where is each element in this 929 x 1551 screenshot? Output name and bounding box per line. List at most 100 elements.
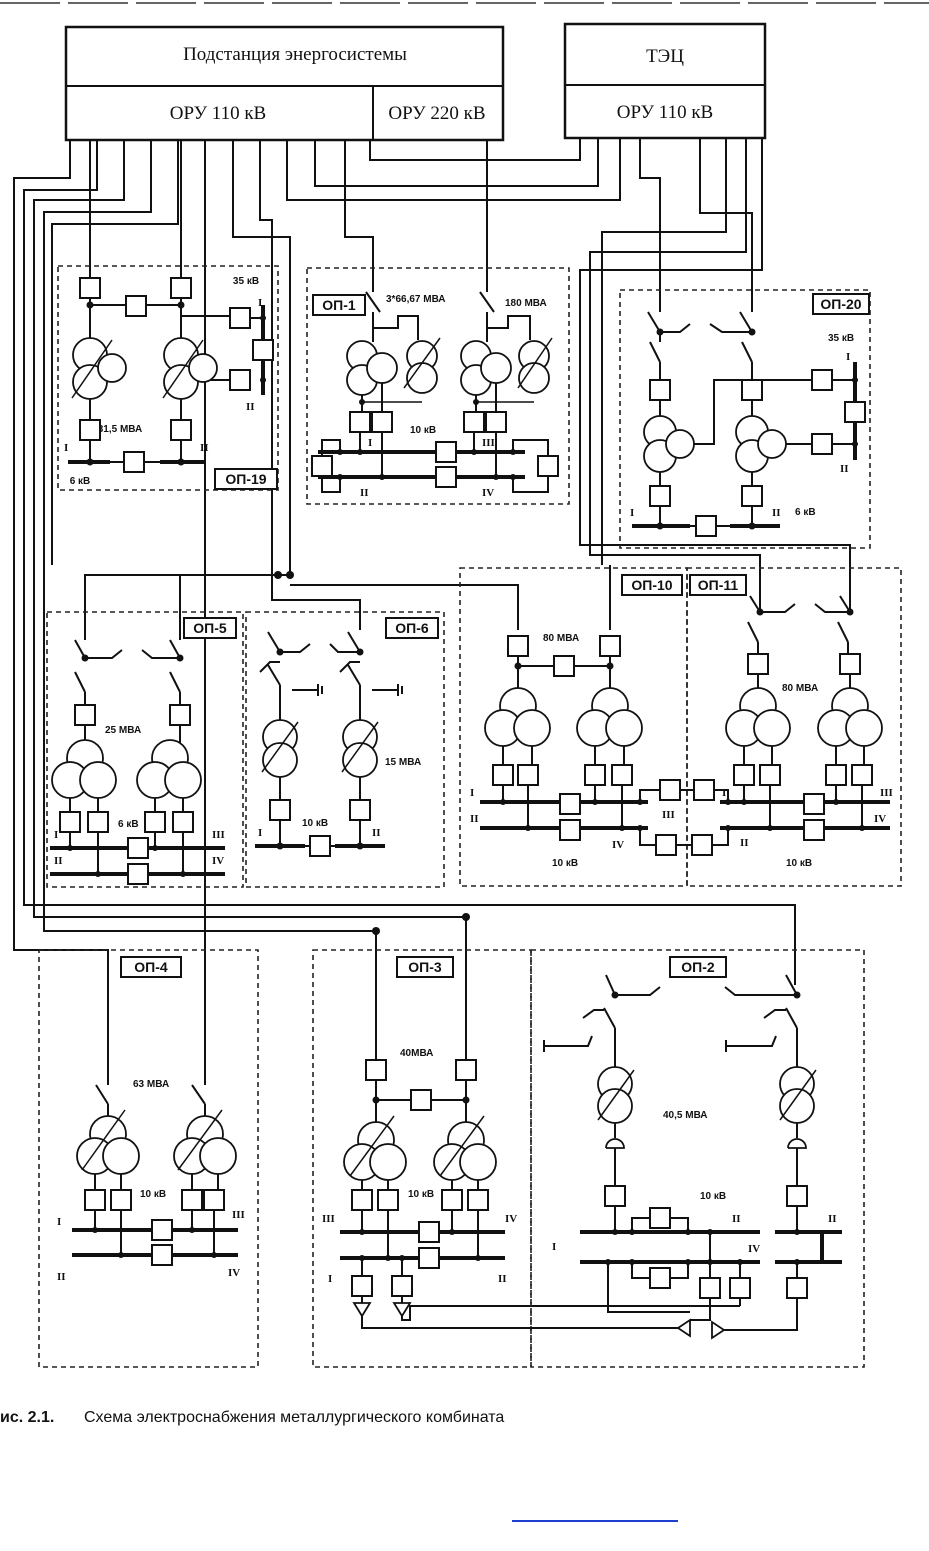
op-19-6kv: 6 кВ [70, 476, 91, 487]
op-4-boundary [38, 949, 259, 1368]
op-10-sec-3: III [662, 809, 675, 821]
op-11-sec-4: IV [874, 813, 886, 825]
op-20-sec-2: II [840, 463, 849, 475]
op-5-label: ОП-5 [193, 620, 227, 636]
op-2-sec-1: I [552, 1241, 556, 1253]
op-11-10kv: 10 кВ [786, 858, 812, 869]
op-2-label: ОП-2 [681, 959, 715, 975]
op-3-10kv: 10 кВ [408, 1189, 434, 1200]
op-19-35kv: 35 кВ [233, 276, 259, 287]
op-1-sec-3: III [482, 437, 495, 449]
op-20-35kv: 35 кВ [828, 333, 854, 344]
op-10-boundary [459, 567, 688, 887]
utility-substation-block: Подстанция энергосистемы ОРУ 110 кВ ОРУ … [64, 25, 505, 142]
figure-caption: ис. 2.1. Схема электроснабжения металлур… [0, 1409, 504, 1426]
op-19-sec-1b: I [64, 442, 68, 454]
op-10-sec-1: I [470, 787, 474, 799]
op-4-sec-4: IV [228, 1267, 240, 1279]
op-20-6kv: 6 кВ [795, 507, 816, 518]
op-6: ОП-6 15 МВА 10 кВ I II [245, 611, 445, 888]
op-5-sec-4: IV [212, 855, 224, 867]
op-10-10kv: 10 кВ [552, 858, 578, 869]
op-19-sec-2b: II [200, 442, 209, 454]
chp-title: ТЭЦ [646, 46, 684, 67]
op-20-boundary [619, 289, 871, 549]
op-6-power: 15 МВА [385, 757, 421, 768]
oru-220-label: ОРУ 220 кВ [388, 103, 485, 124]
op-4-power: 63 МВА [133, 1079, 169, 1090]
op-1: ОП-1 3*66,67 МВА 180 МВА 10 кВ I II III … [306, 267, 570, 505]
op-19: ОП-19 35 кВ 31,5 МВА 6 кВ I II I II [57, 265, 279, 491]
op-2-sec-2: II [732, 1213, 741, 1225]
op-20-sec-1b: I [630, 507, 634, 519]
chp-oru-110-label: ОРУ 110 кВ [617, 102, 713, 123]
op-10-power: 80 МВА [543, 633, 579, 644]
op-2-boundary [530, 949, 865, 1368]
op-10-sec-2: II [470, 813, 479, 825]
oru-110-label: ОРУ 110 кВ [170, 103, 266, 124]
op-1-sec-2: II [360, 487, 369, 499]
op-5-sec-1: I [54, 829, 58, 841]
op-10-label: ОП-10 [631, 577, 672, 593]
op-1-sec-1: I [368, 437, 372, 449]
op-11-power: 80 МВА [782, 683, 818, 694]
op-4-sec-2: II [57, 1271, 66, 1283]
op-4-sec-1: I [57, 1216, 61, 1228]
op-4: ОП-4 63 МВА 10 кВ I II III IV [38, 949, 259, 1368]
op-4-10kv: 10 кВ [140, 1189, 166, 1200]
op-3: ОП-3 40МВА 10 кВ III IV I II [312, 949, 740, 1368]
op-3-label: ОП-3 [408, 959, 442, 975]
op-3-sec-1: III [322, 1213, 335, 1225]
op-5-boundary [46, 611, 244, 888]
feeder-lines [13, 138, 851, 1085]
op-4-sec-3: III [232, 1209, 245, 1221]
op-6-sec-2: II [372, 827, 381, 839]
caption-text: Схема электроснабжения металлургического… [84, 1409, 504, 1426]
op-1-boundary [306, 267, 570, 505]
op-20-label: ОП-20 [820, 296, 861, 312]
op-11-boundary [686, 567, 902, 887]
op-4-label: ОП-4 [134, 959, 168, 975]
op-11-sec-2: II [740, 837, 749, 849]
op-2-10kv: 10 кВ [700, 1191, 726, 1202]
op-19-sec-1: I [258, 297, 262, 309]
op-6-10kv: 10 кВ [302, 818, 328, 829]
op-11-sec-1: I [722, 787, 726, 799]
op-11-label: ОП-11 [698, 577, 739, 593]
op-19-boundary [57, 265, 279, 491]
op-6-label: ОП-6 [395, 620, 429, 636]
op-5-sec-3: III [212, 829, 225, 841]
op-2-sec-4: II [828, 1213, 837, 1225]
op-20-sec-2b: II [772, 507, 781, 519]
op-2-power: 40,5 МВА [663, 1110, 708, 1121]
op-5-sec-2: II [54, 855, 63, 867]
op-20: ОП-20 35 кВ 6 кВ I II I II [619, 289, 871, 549]
junction-dots [274, 571, 470, 935]
op-2: ОП-2 40,5 МВА 10 кВ I II IV II [530, 949, 865, 1368]
op-19-sec-2: II [246, 401, 255, 413]
op-19-label: ОП-19 [225, 471, 266, 487]
op-5-6kv: 6 кВ [118, 819, 139, 830]
op-10: ОП-10 80 МВА 10 кВ I II III IV [459, 567, 688, 887]
op-5-power: 25 МВА [105, 725, 141, 736]
op-1-power-2: 180 МВА [505, 298, 547, 309]
op-5: ОП-5 25 МВА 6 кВ I II III IV [46, 611, 244, 888]
op-10-sec-4: IV [612, 839, 624, 851]
op-1-sec-4: IV [482, 487, 494, 499]
op-11: ОП-11 80 МВА 10 кВ I II III IV [676, 567, 902, 887]
op-1-power-1: 3*66,67 МВА [386, 294, 446, 305]
caption-prefix: ис. 2.1. [0, 1409, 54, 1426]
op-3-sec-4: II [498, 1273, 507, 1285]
op-20-sec-1: I [846, 351, 850, 363]
op-3-power: 40МВА [400, 1048, 433, 1059]
substation-title: Подстанция энергосистемы [183, 44, 407, 65]
op-1-label: ОП-1 [322, 297, 356, 313]
op-1-10kv: 10 кВ [410, 425, 436, 436]
op-3-sec-3: I [328, 1273, 332, 1285]
op-6-boundary [245, 611, 445, 888]
op-19-power: 31,5 МВА [98, 424, 143, 435]
op-3-sec-2: IV [505, 1213, 517, 1225]
op-2-sec-3: IV [748, 1243, 760, 1255]
